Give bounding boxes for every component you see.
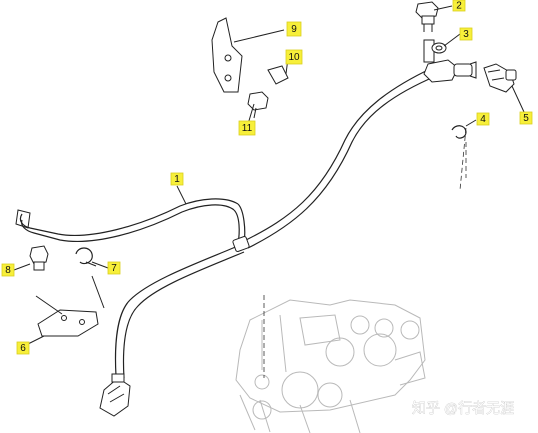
callout-4: 4 [476, 112, 490, 126]
clip-10 [267, 65, 289, 85]
callout-6: 6 [16, 341, 30, 355]
callout-label-6: 6 [20, 343, 26, 354]
callout-label-3: 3 [463, 29, 469, 40]
callout-8: 8 [1, 263, 15, 277]
bracket-plate-6 [35, 275, 105, 337]
clip-7 [75, 247, 97, 267]
engine-block-outline [235, 299, 426, 433]
pipe-left-end [15, 209, 31, 229]
callout-label-1: 1 [174, 174, 180, 185]
callout-label-5: 5 [523, 113, 529, 124]
fuel-pipe-main [19, 67, 437, 379]
alignment-lines [263, 127, 467, 378]
callout-2: 2 [452, 0, 466, 12]
bolt-11 [247, 91, 269, 119]
callout-label-4: 4 [480, 114, 486, 125]
callout-3: 3 [459, 27, 473, 41]
bottom-connector [99, 373, 131, 417]
callout-5: 5 [519, 111, 533, 125]
callout-11: 11 [238, 120, 256, 136]
callout-1: 1 [170, 172, 184, 186]
tee-fitting [423, 39, 477, 83]
leader-lines [13, 5, 525, 345]
callout-10: 10 [285, 49, 303, 65]
callout-label-2: 2 [456, 1, 462, 12]
callout-9: 9 [286, 21, 302, 37]
callout-label-7: 7 [111, 263, 117, 274]
callout-label-9: 9 [291, 24, 297, 35]
bolt-8 [29, 245, 49, 271]
callout-7: 7 [107, 261, 121, 275]
elbow-connector-5 [483, 63, 517, 93]
clip-4 [451, 125, 467, 139]
callout-label-8: 8 [5, 265, 11, 276]
bolt-2 [415, 1, 439, 32]
washer-3 [431, 42, 447, 54]
bracket-9 [211, 17, 243, 93]
callout-label-11: 11 [242, 123, 253, 134]
watermark-text: 知乎 @行者无涯 [412, 400, 514, 416]
callout-label-10: 10 [288, 52, 300, 63]
